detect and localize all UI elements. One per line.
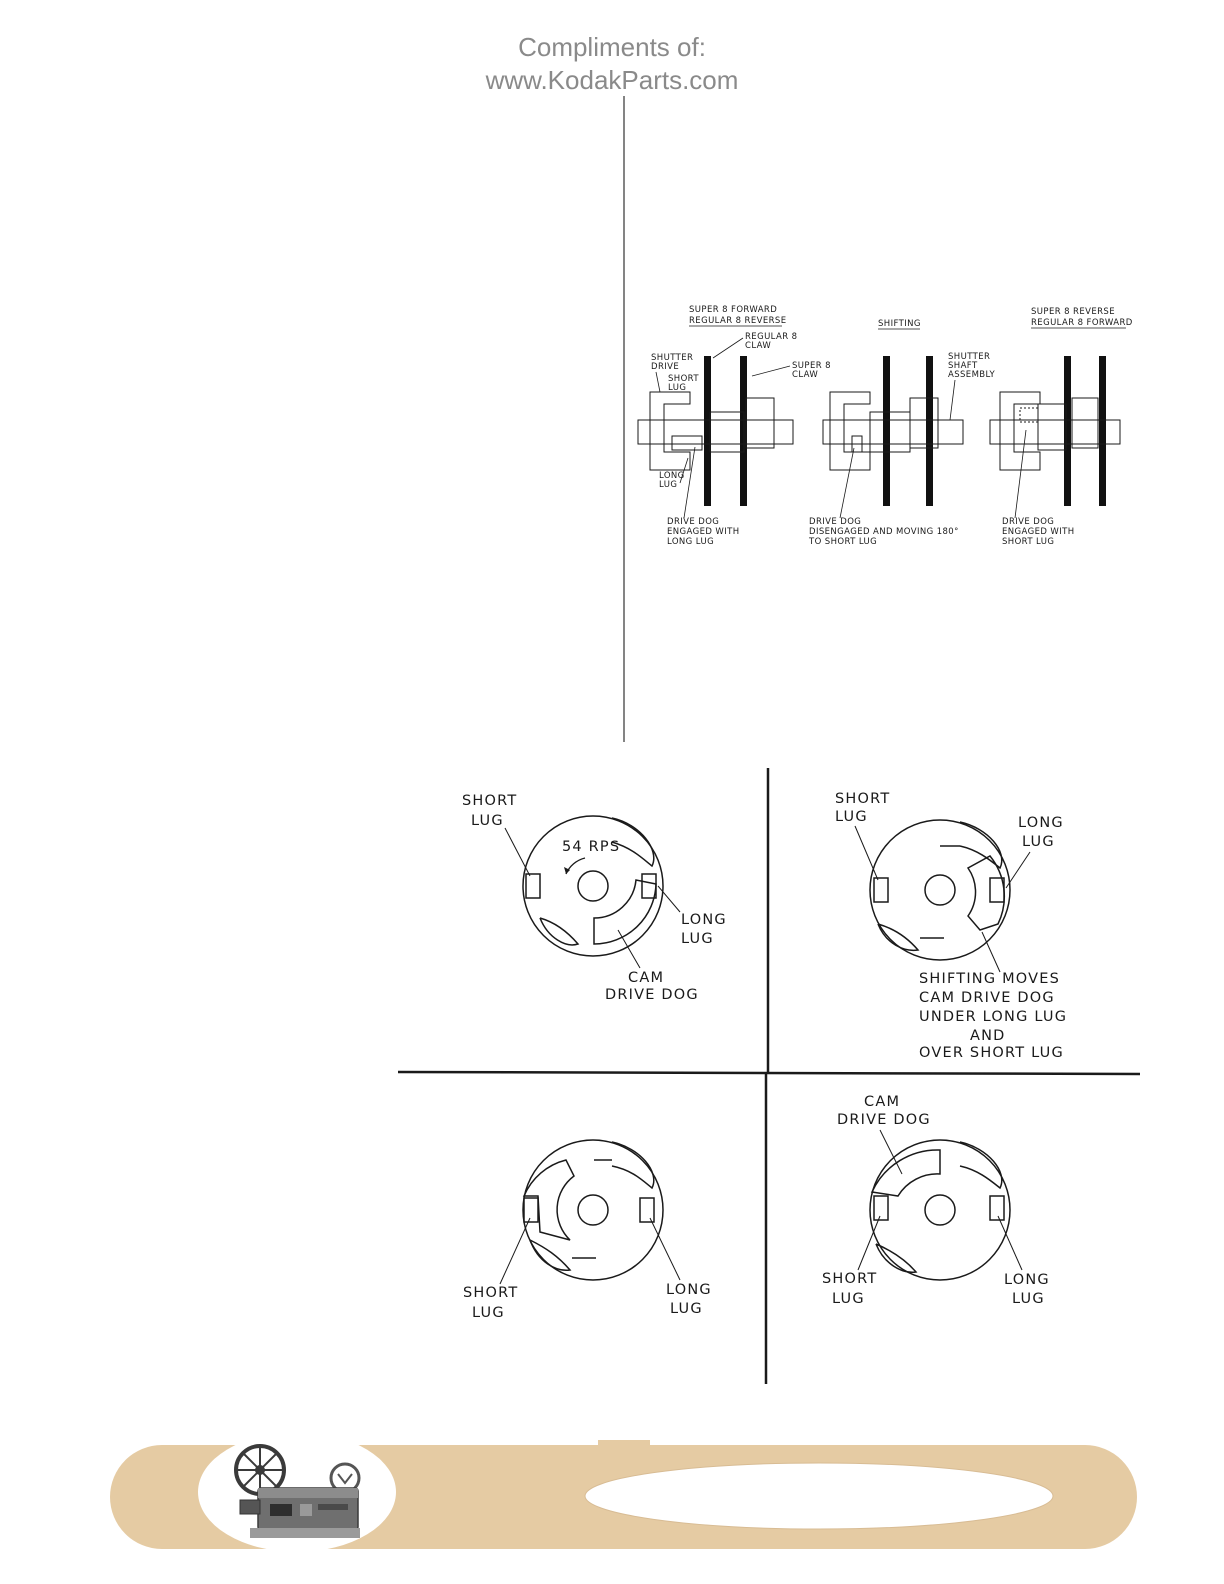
panel3-heading-1: SUPER 8 REVERSE: [1031, 307, 1115, 317]
panel2-caption-1: DRIVE DOG: [809, 517, 861, 527]
regular8-claw-plate: [704, 356, 711, 506]
q2-short-lug-2: LUG: [835, 809, 868, 825]
short-lug-label-1: SHORT: [668, 374, 699, 384]
shaft-panel-shifting: SHIFTING SHUTTER SHAFT ASSEMBLY DRIVE DO…: [808, 319, 996, 547]
super8-claw-label-1: SUPER 8: [792, 361, 831, 371]
q3-long-lug-2: LUG: [670, 1301, 703, 1317]
short-lug-part: [525, 873, 541, 899]
panel1-caption-1: DRIVE DOG: [667, 517, 719, 527]
regular8-claw-label-1: REGULAR 8: [745, 332, 797, 342]
q4-long-lug-1: LONG: [1004, 1272, 1050, 1288]
credit-url[interactable]: www.KodakParts.com: [485, 65, 739, 95]
shutter-shaft-label-3: ASSEMBLY: [948, 370, 996, 380]
shaft-figure: SUPER 8 FORWARD REGULAR 8 REVERSE REGULA…: [637, 305, 1133, 547]
q1-long-lug-1: LONG: [681, 912, 727, 928]
q3-short-lug-1: SHORT: [463, 1285, 518, 1301]
panel3-caption-3: SHORT LUG: [1002, 537, 1054, 547]
q1-short-lug-2: LUG: [471, 813, 504, 829]
panel2-heading: SHIFTING: [878, 319, 921, 329]
panel3-caption-2: ENGAGED WITH: [1002, 527, 1074, 537]
q2-short-lug-1: SHORT: [835, 791, 890, 807]
q3-long-lug-1: LONG: [666, 1282, 712, 1298]
cam-quadrant-4: CAM DRIVE DOG SHORT LUG LONG LUG: [822, 1094, 1050, 1307]
q2-caption-1: SHIFTING MOVES: [919, 971, 1060, 987]
q2-long-lug-1: LONG: [1018, 815, 1064, 831]
panel3-heading-2: REGULAR 8 FORWARD: [1031, 318, 1133, 328]
panel1-heading-2: REGULAR 8 REVERSE: [689, 316, 786, 326]
panel1-caption-3: LONG LUG: [667, 537, 714, 547]
shutter-drive-label-2: DRIVE: [651, 362, 679, 372]
q4-cam-2: DRIVE DOG: [837, 1112, 931, 1128]
q4-cam-1: CAM: [864, 1094, 900, 1110]
cam-quadrant-1: SHORT LUG 54 RPS LONG LUG CAM DRIVE DOG: [462, 793, 727, 1003]
long-lug-label-2: LUG: [659, 480, 677, 490]
quadrant-divider-horizontal: [397, 1070, 1141, 1076]
short-lug-label-2: LUG: [668, 383, 686, 393]
cam-quadrant-2: SHORT LUG LONG LUG SHIFTING MOVES CAM DR…: [835, 791, 1067, 1061]
shutter-drive-label-1: SHUTTER: [651, 353, 693, 363]
q2-long-lug-2: LUG: [1022, 834, 1055, 850]
q1-cam-1: CAM: [628, 970, 664, 986]
q1-short-lug-1: SHORT: [462, 793, 517, 809]
q4-long-lug-2: LUG: [1012, 1291, 1045, 1307]
film-projector-photo: [234, 1444, 361, 1538]
cam-figure: SHORT LUG 54 RPS LONG LUG CAM DRIVE DOG: [397, 768, 1141, 1384]
drive-dog-part: [671, 435, 703, 451]
q1-cam-2: DRIVE DOG: [605, 987, 699, 1003]
shaft-panel-forward: SUPER 8 FORWARD REGULAR 8 REVERSE REGULA…: [637, 305, 831, 547]
panel2-caption-3: TO SHORT LUG: [808, 537, 877, 547]
long-lug-label-1: LONG: [659, 471, 685, 481]
cam-quadrant-3: SHORT LUG LONG LUG: [463, 1139, 712, 1321]
q2-caption-2: CAM DRIVE DOG: [919, 990, 1055, 1006]
rps-label: 54 RPS: [562, 839, 620, 855]
cam-drive-dog-part: [593, 879, 657, 945]
panel2-caption-2: DISENGAGED AND MOVING 180°: [809, 527, 959, 537]
shutter-shaft-label-1: SHUTTER: [948, 352, 990, 362]
panel1-heading-1: SUPER 8 FORWARD: [689, 305, 777, 315]
q2-caption-3: UNDER LONG LUG: [919, 1009, 1067, 1025]
panel3-caption-1: DRIVE DOG: [1002, 517, 1054, 527]
footer-pill: [584, 1462, 1054, 1530]
shaft-panel-reverse: SUPER 8 REVERSE REGULAR 8 FORWARD DRIVE …: [989, 307, 1133, 547]
shutter-shaft-label-2: SHAFT: [948, 361, 978, 371]
q4-short-lug-1: SHORT: [822, 1271, 877, 1287]
q3-short-lug-2: LUG: [472, 1305, 505, 1321]
q2-caption-4: AND: [970, 1028, 1006, 1044]
q4-short-lug-2: LUG: [832, 1291, 865, 1307]
shutter-drive-part: [649, 391, 691, 471]
credit-line-1: Compliments of:: [518, 32, 706, 62]
panel1-caption-2: ENGAGED WITH: [667, 527, 739, 537]
regular8-claw-label-2: CLAW: [745, 341, 771, 351]
q1-long-lug-2: LUG: [681, 931, 714, 947]
super8-claw-label-2: CLAW: [792, 370, 818, 380]
long-lug-part: [641, 873, 657, 899]
q2-caption-5: OVER SHORT LUG: [919, 1045, 1064, 1061]
